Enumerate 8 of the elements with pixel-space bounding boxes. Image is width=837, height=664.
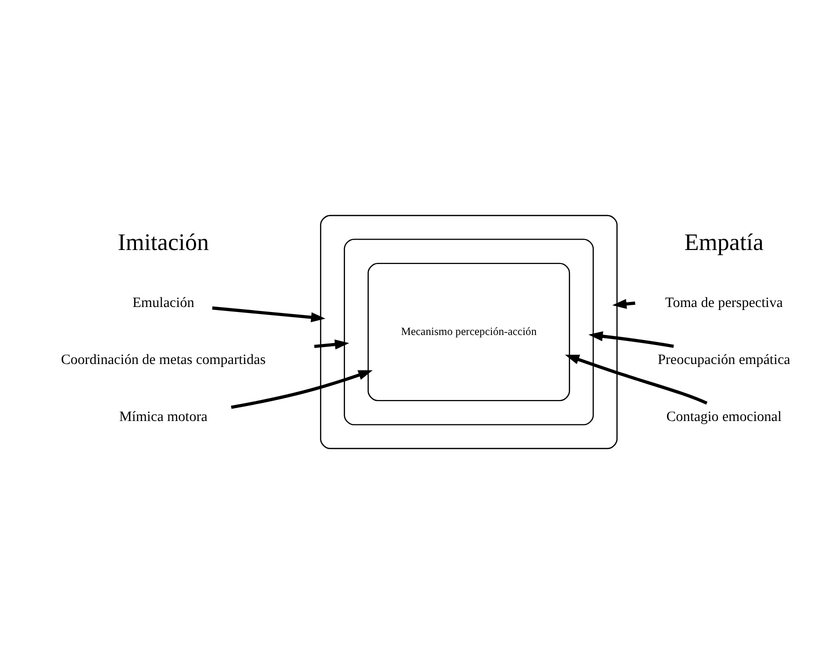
- node-text: Toma de perspectiva: [665, 294, 783, 311]
- node-text: Preocupación empática: [658, 352, 790, 368]
- node-text: Contagio emocional: [666, 409, 782, 426]
- label: Empatía: [684, 230, 764, 256]
- label: Imitación: [118, 230, 209, 256]
- node-text: Mímica motora: [119, 409, 208, 426]
- node-text: Coordinación de metas compartidas: [61, 352, 266, 368]
- node-text: Emulación: [132, 294, 194, 311]
